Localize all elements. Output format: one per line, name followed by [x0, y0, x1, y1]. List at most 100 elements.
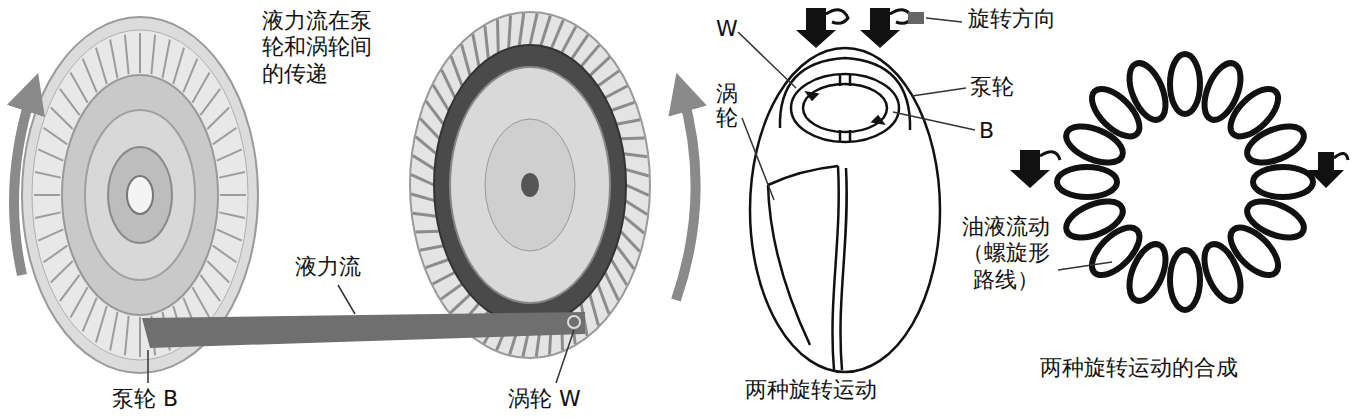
turbine-wheel	[410, 12, 650, 358]
blade	[44, 246, 68, 263]
blade	[200, 89, 220, 115]
blade	[110, 40, 117, 78]
blade	[51, 261, 73, 283]
blade	[183, 59, 197, 93]
leader-line	[148, 285, 574, 383]
spiral-loop	[1170, 54, 1200, 114]
fluid-flow-band	[142, 312, 585, 348]
spiral-loop	[1197, 58, 1248, 125]
blade	[60, 275, 80, 301]
blade	[163, 40, 170, 78]
blade	[442, 70, 455, 98]
blade	[192, 73, 209, 103]
blade	[598, 284, 609, 314]
blade	[151, 35, 155, 75]
blade	[420, 246, 444, 250]
blade	[450, 294, 470, 312]
label: 泵轮	[970, 74, 1014, 100]
blade	[598, 71, 619, 86]
spiral-loop	[1222, 81, 1286, 145]
blade	[426, 101, 443, 124]
label: 液力流	[295, 254, 361, 280]
blade	[433, 85, 448, 111]
label: B	[979, 118, 994, 144]
blade	[496, 20, 500, 53]
blade	[624, 216, 645, 233]
cross-section	[750, 48, 940, 372]
blade	[519, 13, 524, 46]
rotation-arrow	[1010, 150, 1348, 188]
blade	[35, 212, 61, 218]
spiral-loop	[1061, 194, 1128, 245]
label: 泵轮 B	[112, 386, 178, 412]
blade	[509, 15, 511, 48]
blade	[441, 284, 462, 299]
blade	[416, 137, 437, 154]
blade	[71, 287, 88, 317]
blade	[44, 128, 68, 145]
blade	[139, 317, 141, 357]
blade	[541, 16, 551, 46]
label: 涡轮 W	[508, 386, 581, 412]
blade	[420, 119, 439, 139]
blade	[413, 213, 437, 216]
blade	[83, 298, 97, 332]
rotation-arrow	[676, 92, 696, 300]
blade	[611, 102, 634, 110]
blade	[530, 13, 537, 45]
blade	[590, 57, 610, 75]
blade	[207, 107, 229, 129]
blade	[473, 34, 479, 66]
blade	[621, 231, 640, 251]
blade	[219, 212, 245, 218]
blade	[626, 185, 649, 195]
rotation-arrow	[796, 8, 924, 48]
label: 油液流动 （螺旋形 路线）	[962, 214, 1050, 293]
rotation-arrow	[14, 92, 32, 275]
blade	[220, 194, 246, 196]
blade	[38, 229, 63, 240]
blade	[551, 20, 563, 49]
blade	[51, 107, 73, 129]
blade	[213, 128, 237, 145]
blade	[616, 246, 633, 269]
blade	[34, 194, 60, 196]
blade	[207, 261, 229, 283]
spiral-loop	[1084, 219, 1148, 283]
blade	[217, 149, 242, 160]
blade	[192, 287, 209, 317]
spiral-loop	[1242, 194, 1309, 245]
blade	[462, 44, 471, 75]
blade	[217, 229, 242, 240]
blade	[60, 89, 80, 115]
spiral-loop	[1242, 119, 1309, 170]
blade	[413, 156, 435, 170]
blade	[110, 312, 117, 350]
label: W	[716, 16, 738, 42]
blade	[213, 246, 237, 263]
blade	[38, 149, 63, 160]
spiral-loop	[1253, 167, 1313, 197]
blade	[125, 35, 129, 75]
blade	[411, 175, 434, 185]
spiral-loop	[1084, 81, 1148, 145]
blade	[605, 272, 618, 300]
label: 两种旋转运动的合成	[1040, 355, 1238, 381]
leader-line	[1058, 262, 1112, 270]
blade	[451, 56, 462, 86]
blade	[590, 294, 599, 325]
spiral-loop	[1197, 239, 1248, 306]
blade	[83, 59, 97, 93]
blade	[411, 194, 434, 201]
blade	[200, 275, 220, 301]
label: 涡轮	[716, 82, 738, 130]
blade	[485, 26, 488, 59]
spiral-flow	[1057, 54, 1313, 310]
blade	[219, 172, 245, 178]
blade	[96, 48, 107, 84]
spiral-loop	[1122, 58, 1173, 125]
spiral-loop	[1057, 167, 1117, 197]
blade	[616, 120, 640, 124]
blade	[96, 306, 107, 342]
